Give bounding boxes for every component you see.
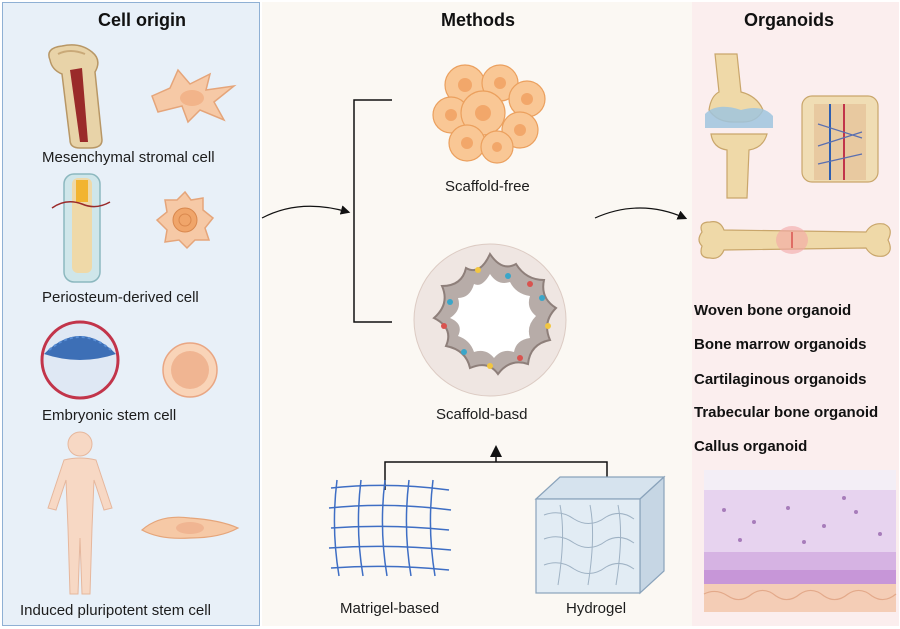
scaffold-based-organoid-icon [413, 243, 567, 397]
organoid-item-woven-bone: Woven bone organoid [694, 302, 852, 319]
tissue-layers-icon [703, 470, 897, 612]
hydrogel-label: Hydrogel [566, 600, 627, 617]
embryonic-cell-icon [162, 342, 218, 398]
cell-label-periosteum: Periosteum-derived cell [42, 289, 199, 306]
scaffold-based-label: Scaffold-basd [436, 406, 528, 423]
matrigel-label: Matrigel-based [340, 600, 440, 617]
periosteum-bone-icon [51, 173, 111, 283]
knee-joint-icon [705, 53, 773, 199]
scaffold-free-label: Scaffold-free [445, 178, 530, 195]
mesenchymal-cell-icon [151, 68, 237, 124]
methods-title: Methods [441, 10, 515, 30]
bone-section-icon [48, 44, 103, 149]
hydrogel-cube-icon [534, 475, 666, 595]
cell-label-embryonic: Embryonic stem cell [42, 407, 177, 424]
human-figure-icon [47, 431, 113, 595]
matrigel-mesh-icon [328, 479, 452, 577]
ipsc-cell-icon [140, 516, 240, 539]
organoids-title: Organoids [744, 10, 835, 30]
organoid-item-callus: Callus organoid [694, 438, 808, 455]
organoid-item-cartilaginous: Cartilaginous organoids [694, 371, 867, 388]
blastocyst-icon [40, 320, 120, 400]
scaffold-free-cluster-icon [432, 64, 546, 164]
periosteum-cell-icon [155, 190, 215, 250]
cell-label-mesenchymal: Mesenchymal stromal cell [42, 149, 215, 166]
bone-marrow-section-icon [801, 95, 879, 183]
cell-origin-title: Cell origin [98, 10, 187, 30]
long-bone-icon [698, 221, 891, 259]
organoid-item-trabecular: Trabecular bone organoid [694, 404, 879, 421]
cell-label-ipsc: Induced pluripotent stem cell [20, 602, 211, 619]
organoid-item-bone-marrow: Bone marrow organoids [694, 336, 867, 353]
